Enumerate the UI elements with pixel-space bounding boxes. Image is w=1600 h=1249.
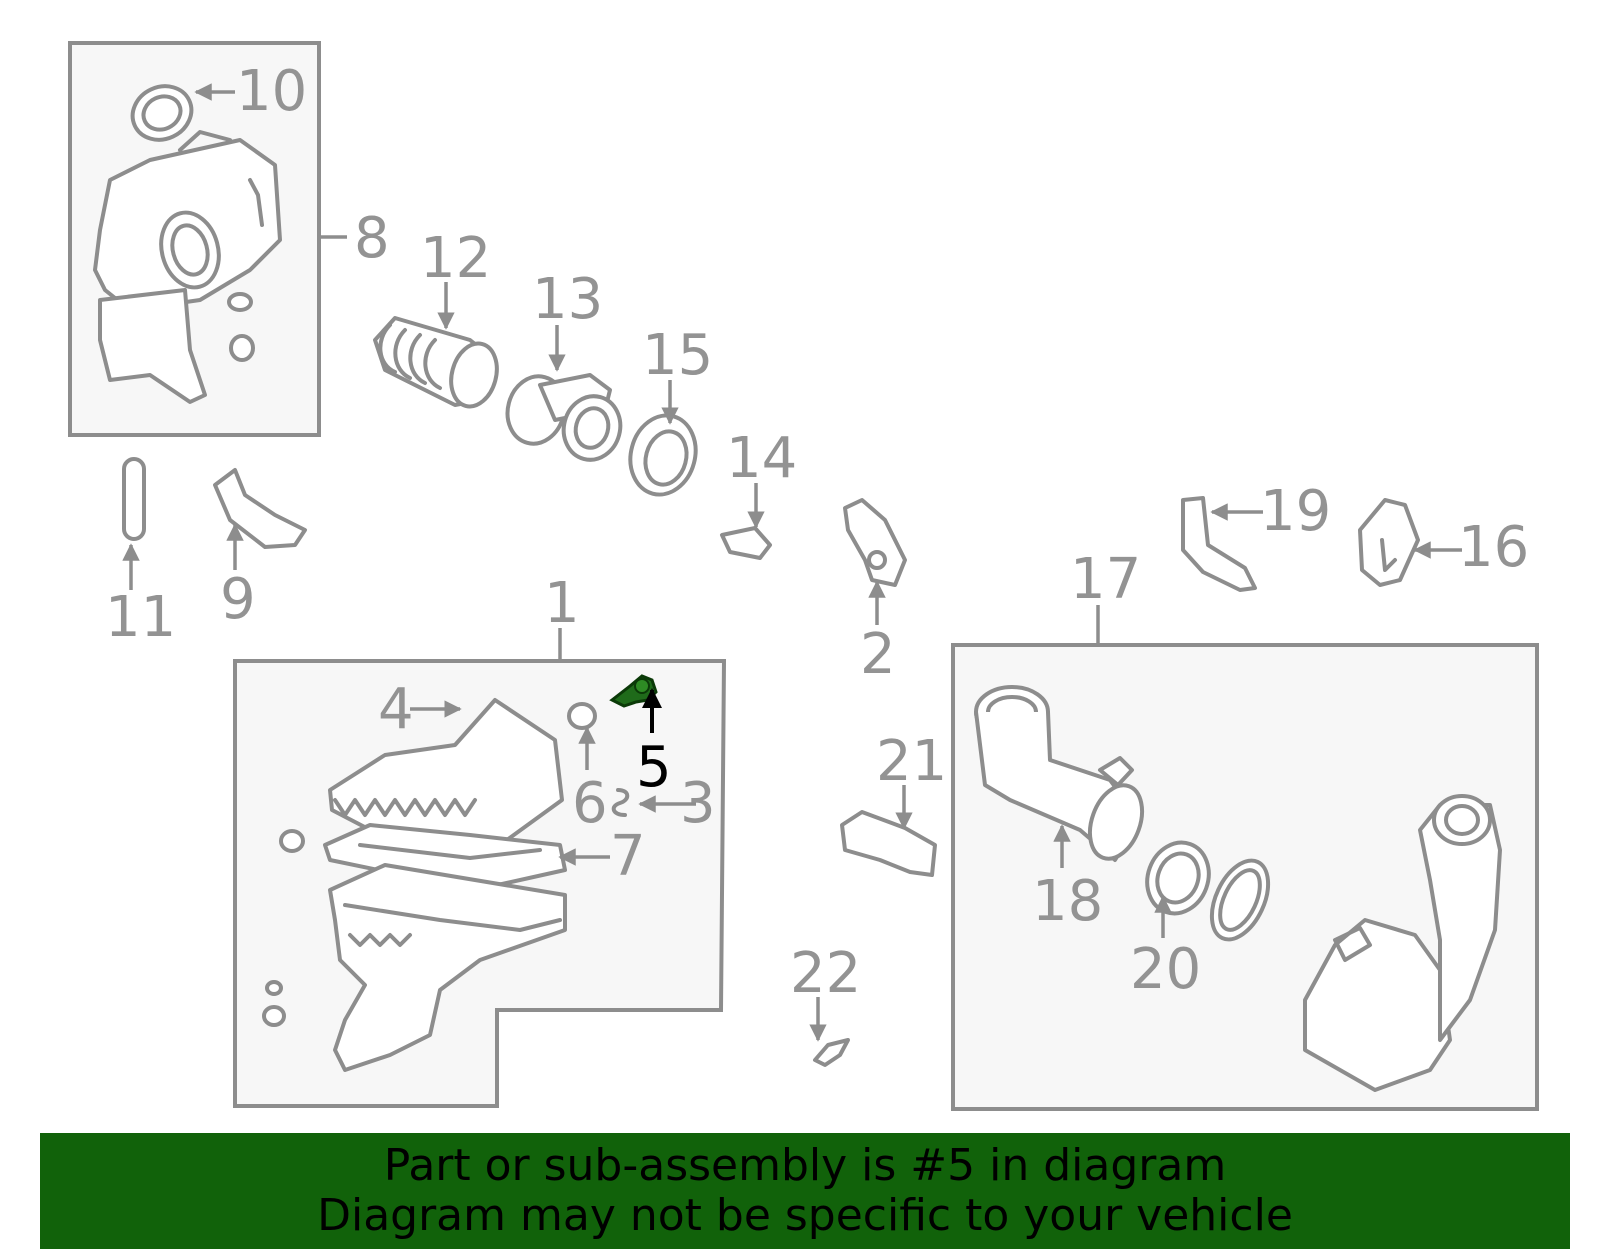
callout-1: 1 (544, 571, 580, 636)
callout-8: 8 (354, 206, 390, 271)
part-16-cover (1358, 498, 1420, 587)
callout-19: 19 (1260, 479, 1331, 544)
part-2-bracket (843, 498, 907, 587)
callout-5: 5 (636, 735, 672, 800)
callout-6: 6 (572, 771, 608, 836)
callout-7: 7 (610, 824, 646, 889)
callout-15: 15 (642, 323, 713, 388)
callout-9: 9 (220, 567, 256, 632)
part-22-clip (813, 1038, 850, 1067)
callout-16: 16 (1458, 515, 1529, 580)
callout-21: 21 (876, 729, 947, 794)
part-11 (122, 457, 146, 541)
callout-13: 13 (532, 267, 603, 332)
callout-3: 3 (680, 771, 716, 836)
part-12-hose (373, 316, 499, 409)
air-intake-assembly (974, 685, 1502, 1092)
part-9 (213, 468, 307, 549)
banner-line-2: Diagram may not be specific to your vehi… (317, 1190, 1293, 1241)
callout-4: 4 (378, 677, 414, 742)
callout-22: 22 (790, 941, 861, 1006)
callout-17: 17 (1070, 547, 1141, 612)
part-19-bracket (1181, 496, 1257, 592)
info-banner: Part or sub-assembly is #5 in diagram Di… (40, 1133, 1570, 1249)
callout-18: 18 (1032, 869, 1103, 934)
part-15-seal (628, 413, 698, 497)
callout-20: 20 (1130, 937, 1201, 1002)
callout-11: 11 (105, 585, 176, 650)
resonator-assembly (93, 84, 282, 404)
callout-10: 10 (236, 59, 307, 124)
part-14-clip (720, 526, 772, 560)
callout-14: 14 (726, 426, 797, 491)
part-13-sensor (505, 373, 623, 462)
callout-2: 2 (860, 622, 896, 687)
banner-line-1: Part or sub-assembly is #5 in diagram (383, 1140, 1227, 1191)
part-21-bracket (840, 810, 937, 877)
air-cleaner-assembly (262, 698, 630, 1072)
callout-12: 12 (420, 226, 491, 291)
